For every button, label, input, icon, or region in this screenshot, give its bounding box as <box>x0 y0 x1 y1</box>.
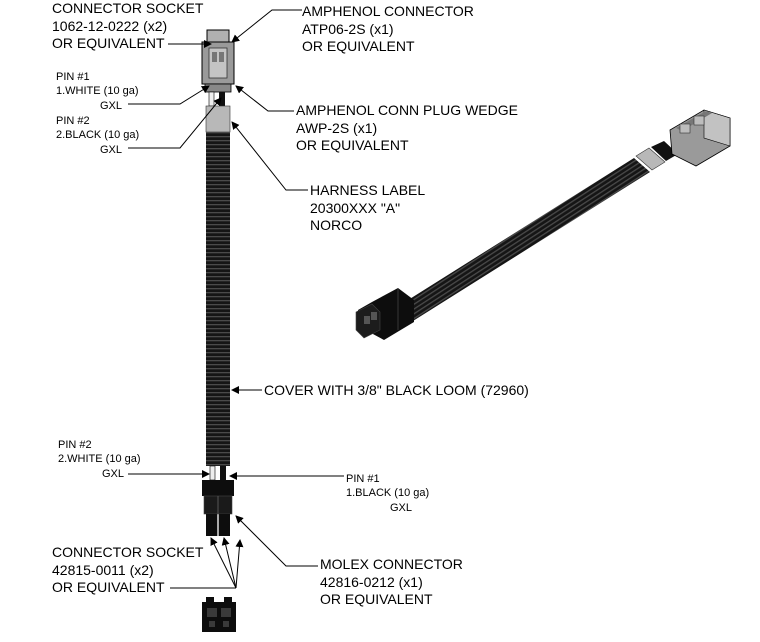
isometric-harness <box>355 109 731 340</box>
molex-end-view <box>202 597 236 632</box>
molex-connector-label: MOLEX CONNECTOR 42816-0212 (x1) OR EQUIV… <box>320 556 463 607</box>
white-wire-stub-bottom <box>209 465 216 481</box>
harness-label-band <box>205 105 231 133</box>
plug-wedge-label: AMPHENOL CONN PLUG WEDGE AWP-2S (x1) OR … <box>296 102 518 153</box>
top-connector-socket-label: CONNECTOR SOCKET 1062-12-0222 (x2) OR EQ… <box>52 0 204 51</box>
harness-label-label: HARNESS LABEL 20300XXX "A" NORCO <box>310 182 426 233</box>
black-wire-stub <box>219 92 225 106</box>
loom-label: COVER WITH 3/8" BLACK LOOM (72960) <box>264 382 529 398</box>
top-pin2-label: PIN #2 2.BLACK (10 ga) GXL <box>56 115 140 156</box>
leader-lines <box>128 9 344 589</box>
black-wire-stub-bottom <box>220 466 226 480</box>
bottom-connector-socket-label: CONNECTOR SOCKET 42815-0011 (x2) OR EQUI… <box>52 544 204 595</box>
bottom-pin2-label: PIN #2 2.WHITE (10 ga) GXL <box>58 439 141 480</box>
white-wire-stub <box>208 91 215 107</box>
amphenol-connector-label: AMPHENOL CONNECTOR ATP06-2S (x1) OR EQUI… <box>302 3 474 54</box>
amphenol-connector-top <box>201 29 235 93</box>
bottom-pin1-label: PIN #1 1.BLACK (10 ga) GXL <box>346 473 430 514</box>
molex-connector <box>202 480 234 536</box>
black-loom <box>206 132 230 466</box>
top-pin1-label: PIN #1 1.WHITE (10 ga) GXL <box>56 71 139 112</box>
